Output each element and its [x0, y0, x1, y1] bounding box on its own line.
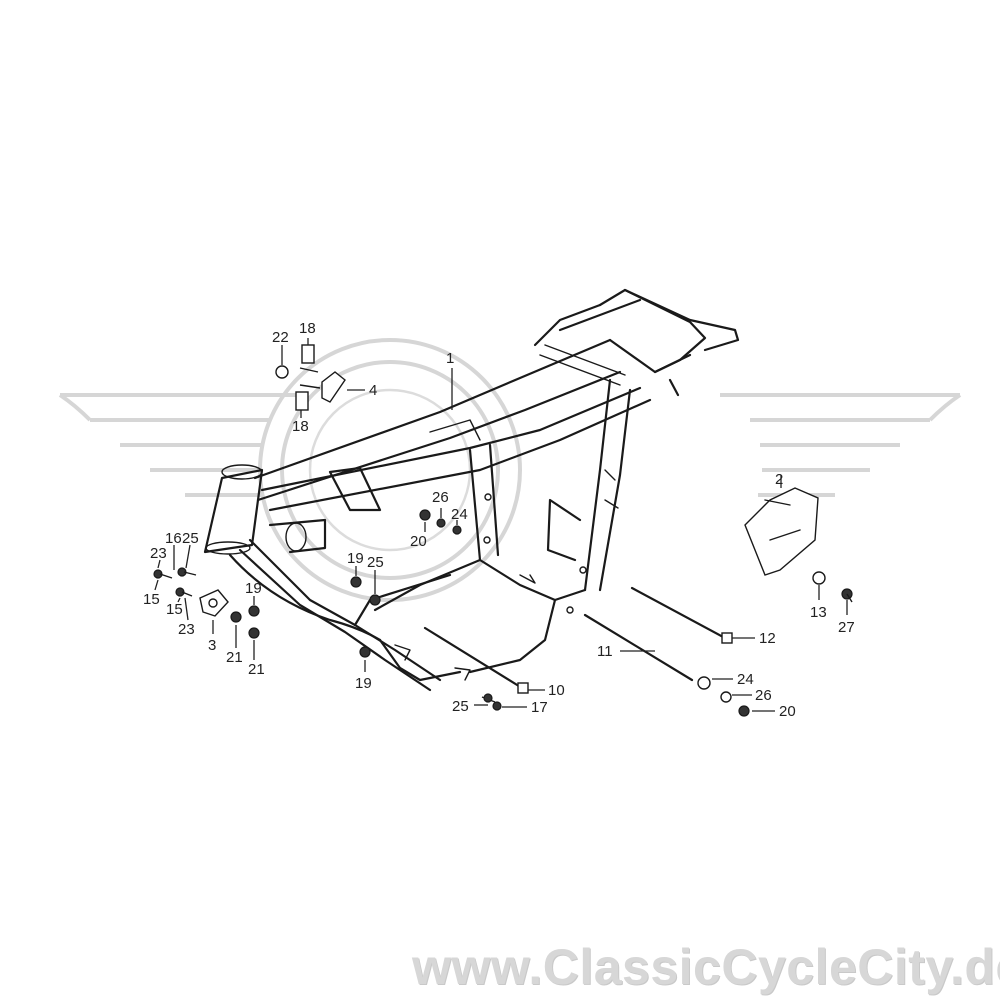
nut-25a — [369, 594, 381, 606]
callout-16: 16 — [165, 530, 182, 547]
callout-24a: 24 — [451, 506, 468, 523]
callout-1: 1 — [446, 350, 454, 367]
callout-15b: 15 — [166, 601, 183, 618]
callout-21b: 21 — [248, 661, 265, 678]
callout-25c: 25 — [452, 698, 469, 715]
nut-21b — [248, 627, 260, 639]
callout-26a: 26 — [432, 489, 449, 506]
callout-24b: 24 — [737, 671, 754, 688]
callout-11: 11 — [597, 643, 613, 660]
callout-19a: 19 — [245, 580, 262, 597]
bolt-12 — [630, 586, 727, 640]
callout-17: 17 — [531, 699, 548, 716]
washer-24b — [697, 676, 711, 690]
callout-25a: 25 — [182, 530, 199, 547]
callout-21a: 21 — [226, 649, 243, 666]
callout-4: 4 — [369, 382, 377, 399]
washer-26a — [436, 518, 446, 528]
callout-3: 3 — [208, 637, 216, 654]
callout-13: 13 — [810, 604, 827, 621]
callout-10: 10 — [548, 682, 565, 699]
washer-24a — [452, 525, 462, 535]
bracket — [321, 371, 346, 403]
nut-17 — [492, 701, 502, 711]
callout-25b: 25 — [367, 554, 384, 571]
callout-18-bottom: 18 — [292, 418, 309, 435]
nut-20b — [738, 705, 750, 717]
callout-numbers: 1 2 3 4 10 11 12 13 15 15 16 17 18 18 19… — [143, 320, 855, 720]
bolt-11 — [583, 613, 694, 682]
callout-20a: 20 — [410, 533, 427, 550]
callout-15a: 15 — [143, 591, 160, 608]
side-cover — [744, 487, 819, 576]
nut-13 — [812, 571, 826, 585]
spacer-lower — [295, 391, 309, 411]
callout-23a: 23 — [150, 545, 167, 562]
spacer-upper — [301, 344, 315, 364]
bolt-10 — [423, 626, 524, 690]
nut-19b — [350, 576, 362, 588]
watermark-text: www.ClassicCycleCity.de — [412, 939, 1000, 995]
callout-20b: 20 — [779, 703, 796, 720]
nut-19a — [248, 605, 260, 617]
washer-26b — [720, 691, 732, 703]
callout-12: 12 — [759, 630, 776, 647]
callout-19b: 19 — [347, 550, 364, 567]
watermark-emblem — [58, 338, 962, 602]
leader-lines — [154, 338, 848, 712]
nut-20a — [419, 509, 431, 521]
nut-22 — [275, 365, 289, 379]
callout-22: 22 — [272, 329, 289, 346]
bolt-15b — [175, 587, 185, 597]
callout-23b: 23 — [178, 621, 195, 638]
nut-19c — [359, 646, 371, 658]
callout-2: 2 — [775, 471, 783, 488]
nut-21a — [230, 611, 242, 623]
callout-18-top: 18 — [299, 320, 316, 337]
callout-19c: 19 — [355, 675, 372, 692]
callout-26b: 26 — [755, 687, 772, 704]
main-frame — [203, 288, 740, 692]
callout-27: 27 — [838, 619, 855, 636]
